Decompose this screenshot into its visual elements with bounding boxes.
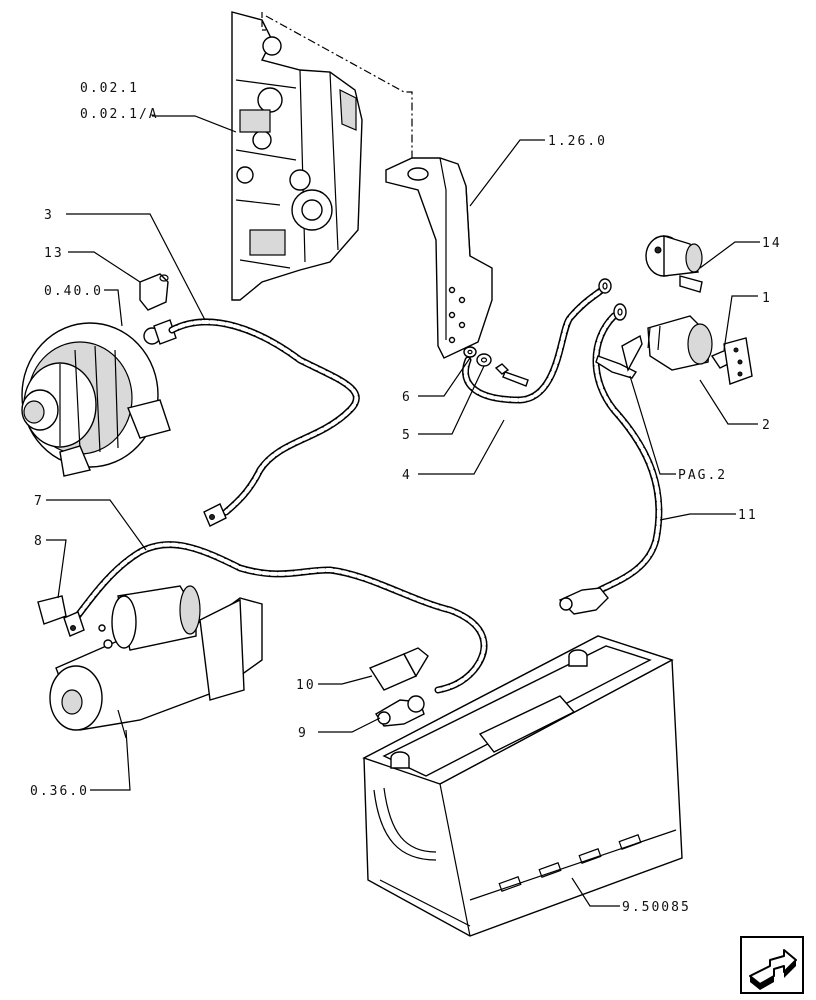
battery-negative-cable-11 <box>558 303 663 615</box>
label-ref-battery: 9.50085 <box>622 900 691 915</box>
label-10: 10 <box>296 678 316 693</box>
label-ref-engine-a: 0.02.1 <box>80 81 139 96</box>
switch-14 <box>645 235 703 293</box>
label-8: 8 <box>34 534 44 549</box>
terminal-boot-13 <box>139 273 169 311</box>
label-ref-bracket: 1.26.0 <box>548 134 607 149</box>
next-page-arrow-icon <box>740 936 804 994</box>
alternator-cable-3 <box>153 318 360 527</box>
battery-terminal-9 <box>375 695 425 727</box>
starter-motor <box>49 585 263 739</box>
terminal-boot-8 <box>37 595 67 625</box>
label-ref-page: PAG.2 <box>678 468 727 483</box>
bolt-4 <box>494 363 529 387</box>
label-ref-alternator: 0.40.0 <box>44 284 103 299</box>
mounting-bracket <box>385 157 493 359</box>
label-14: 14 <box>762 236 782 251</box>
label-3: 3 <box>44 208 54 223</box>
terminal-cover-10 <box>368 647 429 691</box>
next-page-button[interactable] <box>740 936 804 994</box>
label-7: 7 <box>34 494 44 509</box>
alternator <box>21 322 171 477</box>
label-1: 1 <box>762 291 772 306</box>
washer-5 <box>476 353 492 367</box>
label-ref-starter: 0.36.0 <box>30 784 89 799</box>
label-11: 11 <box>738 508 758 523</box>
battery <box>362 635 683 937</box>
leader-lines <box>46 115 760 907</box>
ignition-key-1 <box>710 337 753 385</box>
ground-cable-4 <box>462 278 612 404</box>
starter-cable-7 <box>63 541 488 694</box>
ignition-switch-2 <box>647 315 713 371</box>
label-13: 13 <box>44 246 64 261</box>
engine-assembly <box>231 11 363 301</box>
label-2: 2 <box>762 418 772 433</box>
alignment-leader-line <box>265 15 413 158</box>
cable-clamp <box>595 334 643 379</box>
washer-6 <box>463 346 477 358</box>
label-6: 6 <box>402 390 412 405</box>
label-9: 9 <box>298 726 308 741</box>
label-5: 5 <box>402 428 412 443</box>
callout-labels: 0.02.1 0.02.1/A 1.26.0 3 13 0.40.0 14 1 … <box>30 81 782 915</box>
label-ref-engine-b: 0.02.1/A <box>80 107 159 122</box>
label-4: 4 <box>402 468 412 483</box>
